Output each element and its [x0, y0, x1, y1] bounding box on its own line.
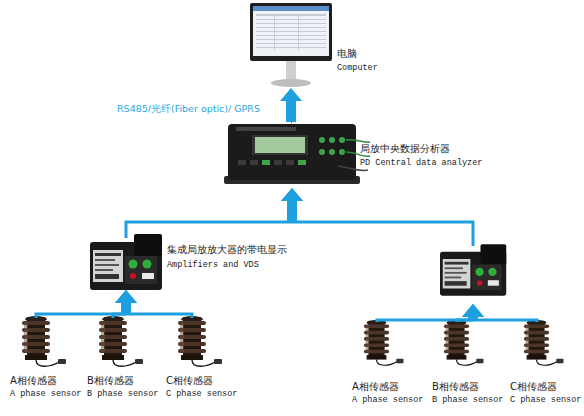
bus-line	[473, 320, 537, 322]
chinese-label: C相传感器	[166, 376, 213, 386]
sensor-node: A相传感器A phase sensor	[22, 318, 50, 362]
amplifier-node: 集成局放放大器的带电显示Amplifiers and VDS	[90, 238, 162, 290]
bus-line	[126, 222, 292, 238]
bus-line	[377, 320, 473, 322]
flow-arrow	[115, 290, 192, 318]
chinese-label: A相传感器	[352, 382, 399, 392]
english-label: A phase sensor	[10, 390, 81, 399]
chinese-label: B相传感器	[432, 382, 479, 392]
bus-line	[36, 314, 126, 318]
sensor-device	[364, 320, 404, 365]
chinese-label: C相传感器	[510, 382, 557, 392]
english-label: PD Central data analyzer	[360, 159, 482, 168]
flow-arrow	[281, 188, 473, 246]
sensor-node: A相传感器A phase sensor	[364, 322, 390, 362]
arrow-shaft	[121, 303, 131, 314]
arrow-head	[281, 188, 303, 201]
arrow-head	[115, 290, 137, 303]
english-label: B phase sensor	[87, 390, 158, 399]
chinese-label: 电脑	[337, 49, 357, 59]
english-label: Computer	[337, 64, 378, 73]
bus-line	[126, 314, 192, 318]
english-label: C phase sensor	[510, 396, 581, 405]
arrow-head	[462, 304, 484, 317]
amplifier-device	[440, 244, 506, 296]
amplifier-node	[440, 246, 506, 304]
english-label: Amplifiers and VDS	[167, 261, 259, 270]
sensor-device	[364, 320, 404, 365]
flow-arrow	[462, 304, 537, 322]
sensor-device	[444, 320, 484, 365]
english-label: B phase sensor	[432, 396, 503, 405]
sensor-node: B相传感器B phase sensor	[444, 322, 470, 362]
arrow-shaft	[286, 101, 296, 122]
arrow-shaft	[468, 317, 478, 320]
arrow-shaft	[287, 201, 297, 222]
sensor-node: C相传感器C phase sensor	[178, 318, 206, 362]
chinese-label: B相传感器	[87, 376, 134, 386]
sensor-node: C相传感器C phase sensor	[524, 322, 550, 362]
sensor-device	[22, 316, 66, 366]
amplifier-device	[440, 244, 506, 296]
sensor-node: B相传感器B phase sensor	[99, 318, 127, 362]
computer-node: 电脑Computer	[250, 3, 332, 88]
chinese-label: A相传感器	[10, 376, 57, 386]
pd-analyzer	[224, 124, 370, 184]
chinese-label: 集成局放放大器的带电显示	[167, 245, 287, 255]
bus-line	[292, 222, 473, 246]
arrow-head	[462, 304, 484, 317]
arrow-head	[115, 290, 137, 303]
edge-label: RS485/光纤(Fiber optic)/ GPRS	[117, 104, 260, 114]
arrow-shaft	[121, 303, 131, 314]
flow-arrow	[377, 304, 484, 322]
arrow-shaft	[468, 317, 478, 320]
english-label: C phase sensor	[166, 390, 237, 399]
flow-arrow	[126, 188, 303, 238]
sensor-device	[178, 316, 222, 366]
english-label: A phase sensor	[352, 396, 423, 405]
analyzer-node: 局放中央数据分析器PD Central data analyzer	[228, 122, 356, 188]
computer-monitor	[250, 3, 332, 87]
arrow-head	[462, 304, 484, 317]
arrow-shaft	[121, 303, 131, 314]
arrow-head	[115, 290, 137, 303]
arrow-head	[280, 88, 302, 101]
amplifier-device	[90, 234, 162, 290]
arrow-head	[281, 188, 303, 201]
flow-arrow	[36, 290, 137, 318]
sensor-device	[524, 320, 564, 365]
sensor-device	[524, 320, 564, 365]
arrow-shaft	[468, 317, 478, 320]
sensor-device	[99, 316, 143, 366]
bus-line	[457, 320, 473, 322]
chinese-label: 局放中央数据分析器	[360, 144, 450, 154]
arrow-shaft	[287, 201, 297, 222]
bus-line	[113, 314, 126, 318]
flow-arrow	[280, 88, 302, 122]
sensor-device	[444, 320, 484, 365]
